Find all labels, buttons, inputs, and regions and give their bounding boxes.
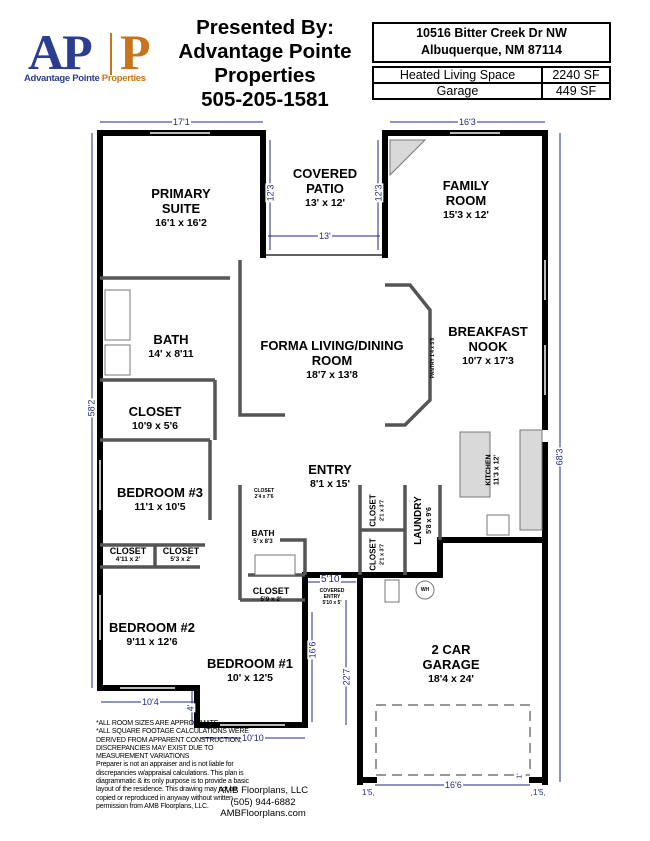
preparer-credit: AMB Floorplans, LLC (505) 944-6882 AMBFl…	[208, 785, 318, 820]
room-pantry: PANTRY 1'4 x 5'8	[430, 337, 437, 379]
windows	[99, 132, 546, 726]
disclaimer-text: Preparer is not an appraiser and is not …	[96, 761, 249, 810]
kitchen-island	[459, 431, 491, 498]
logo-company-name: Advantage Pointe Properties	[24, 73, 146, 84]
dim-patio-width: 13'	[318, 231, 332, 241]
dim-bump: 4'	[185, 703, 196, 713]
logo-company-orange: Properties	[101, 73, 146, 84]
dim-garage-door: 16'6	[444, 780, 463, 790]
disclaimer: *ALL ROOM SIZES ARE APPROXIMATE *ALL SQU…	[96, 720, 256, 811]
logo-mark-p: P	[120, 24, 151, 80]
stove	[486, 514, 510, 536]
dim-garage-pier-depth: 1'	[515, 772, 526, 780]
shower	[104, 344, 131, 376]
bath2-tub	[254, 554, 296, 576]
presenter-block: Presented By: Advantage Pointe Propertie…	[160, 16, 370, 112]
fixtures	[104, 139, 543, 603]
dim-overall-left: 58'2	[86, 398, 97, 418]
address-box: 10516 Bitter Creek Dr NW Albuquerque, NM…	[372, 22, 611, 63]
area-value: 449 SF	[541, 82, 611, 100]
dim-garage-pier-left: 1'5	[361, 788, 374, 798]
dim-bed2-width: 10'4	[141, 697, 160, 707]
address-city: Albuquerque, NM 87114	[420, 43, 562, 57]
logo-company-blue: Advantage Pointe	[24, 73, 100, 84]
credit-website[interactable]: AMBFloorplans.com	[220, 808, 306, 819]
presenter-line2: Advantage Pointe	[178, 40, 352, 63]
area-label: Garage	[372, 82, 543, 100]
credit-phone: (505) 944-6882	[230, 796, 296, 808]
dim-bed1-width: 10'10	[241, 733, 265, 743]
dim-garage-depth: 22'7	[341, 667, 352, 687]
presenter-line1: Presented By:	[196, 16, 334, 39]
presenter-line3: Properties	[214, 64, 316, 87]
dim-top-right: 16'3	[458, 117, 477, 127]
fireplace	[389, 139, 427, 177]
area-label: Heated Living Space	[372, 66, 543, 84]
dim-patio-height-left: 12'3	[265, 183, 276, 203]
disclaimer-line: *ALL ROOM SIZES ARE APPROXIMATE	[96, 720, 219, 727]
dim-top-left: 17'1	[172, 117, 191, 127]
water-heater-icon	[415, 580, 435, 600]
disclaimer-line: *ALL SQUARE FOOTAGE CALCULATIONS WERE DE…	[96, 728, 249, 761]
address-street: 10516 Bitter Creek Dr NW	[416, 26, 567, 40]
water-softener	[384, 579, 400, 603]
dim-entry-width: 5'10	[320, 574, 341, 585]
interior-walls	[100, 260, 442, 602]
garage-door	[375, 704, 531, 776]
area-value: 2240 SF	[541, 66, 611, 84]
kitchen-counter	[519, 429, 543, 531]
dim-patio-height-right: 12'3	[373, 183, 384, 203]
bathtub	[104, 289, 131, 341]
presenter-phone: 505-205-1581	[201, 88, 329, 111]
water-heater-label: WH	[420, 587, 430, 593]
dim-garage-pier-right: 1'5	[532, 788, 545, 798]
logo-divider	[110, 33, 112, 75]
dim-overall-right: 68'3	[554, 447, 565, 467]
dim-bed1-depth: 16'6	[307, 640, 318, 660]
logo-mark-ap: AP	[28, 24, 93, 80]
credit-name: AMB Floorplans, LLC	[217, 785, 309, 796]
